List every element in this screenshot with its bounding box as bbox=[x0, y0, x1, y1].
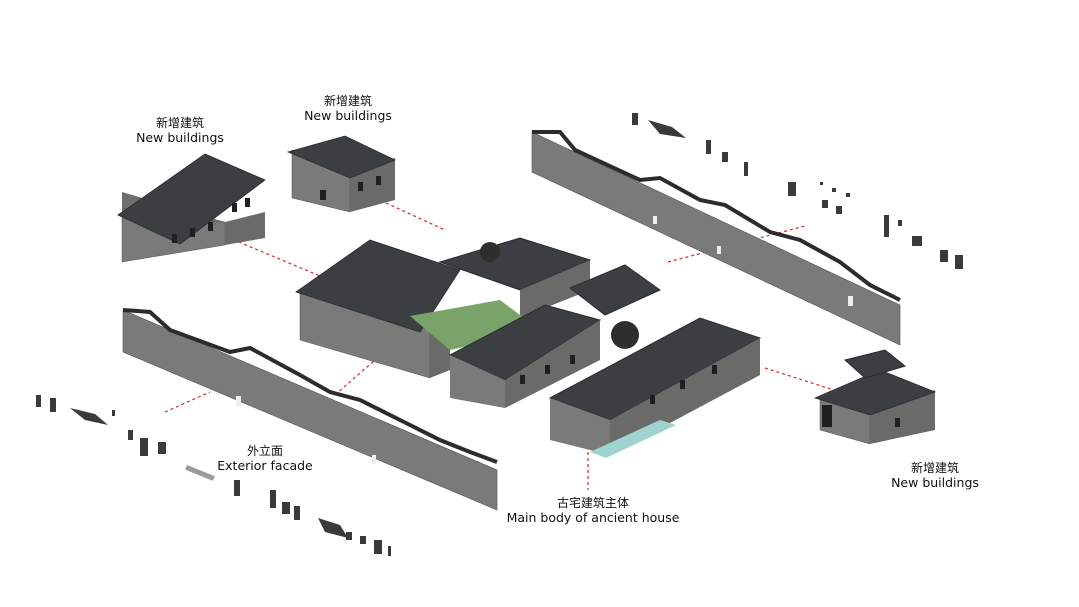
main-body-ancient-house bbox=[295, 237, 762, 458]
label-main-body: 古宅建筑主体 Main body of ancient house bbox=[500, 496, 686, 525]
label-new-buildings-3-zh: 新增建筑 bbox=[910, 461, 959, 475]
new-building-left bbox=[117, 153, 266, 263]
leader-line-new-buildings-2 bbox=[374, 197, 446, 231]
new-building-right bbox=[813, 349, 937, 445]
label-exterior-facade-en: Exterior facade bbox=[217, 458, 313, 474]
leader-lines bbox=[164, 197, 841, 490]
label-new-buildings-2: 新增建筑 New buildings bbox=[296, 94, 400, 123]
label-new-buildings-3: 新增建筑 New buildings bbox=[882, 461, 988, 490]
new-building-top bbox=[286, 135, 396, 213]
facade-elements-right bbox=[632, 113, 963, 269]
facade-wall-left bbox=[122, 308, 498, 511]
label-new-buildings-2-zh: 新增建筑 bbox=[323, 94, 372, 108]
label-exterior-facade-zh: 外立面 bbox=[246, 444, 283, 458]
label-new-buildings-2-en: New buildings bbox=[304, 108, 392, 124]
label-main-body-zh: 古宅建筑主体 bbox=[556, 496, 629, 510]
label-exterior-facade: 外立面 Exterior facade bbox=[210, 444, 320, 473]
leader-line-facade-left bbox=[334, 359, 376, 396]
facade-elements-left bbox=[36, 395, 391, 556]
facade-wall-right bbox=[531, 130, 901, 346]
label-new-buildings-1: 新增建筑 New buildings bbox=[128, 116, 232, 145]
label-main-body-en: Main body of ancient house bbox=[506, 510, 680, 526]
leader-line-facade-left-2 bbox=[164, 391, 211, 413]
label-new-buildings-1-en: New buildings bbox=[136, 130, 224, 146]
label-new-buildings-3-en: New buildings bbox=[891, 475, 979, 491]
leader-line-new-buildings-3 bbox=[764, 367, 841, 393]
label-new-buildings-1-zh: 新增建筑 bbox=[155, 116, 204, 130]
